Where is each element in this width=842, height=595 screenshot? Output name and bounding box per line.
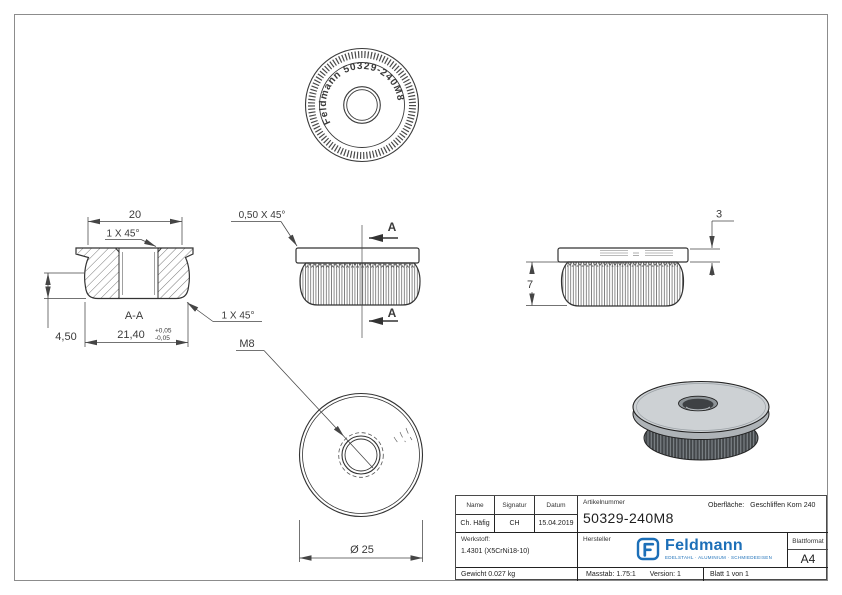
iso-thread-glint — [685, 406, 711, 411]
iso-cap-top-rim — [636, 383, 766, 431]
gewicht-cell: Gewicht 0.027 kg — [456, 568, 578, 581]
side-cap-grind-marks — [600, 250, 673, 256]
dim-20-label: 20 — [129, 209, 141, 221]
top-view: Feldmann 50329-240M8 — [304, 47, 420, 163]
signatur-value-cell: CH — [495, 515, 535, 533]
chamfer-top-leader — [105, 238, 157, 247]
werkstoff-cell: Werkstoff: 1.4301 (X5CrNi18-10) — [456, 533, 578, 568]
datum-value-cell: 15.04.2019 — [535, 515, 578, 533]
side-knurl-zigzag — [567, 262, 678, 267]
section-outline — [75, 247, 194, 300]
top-view-hole-inner — [346, 89, 378, 121]
section-letter-bottom: A — [388, 306, 397, 320]
gewicht-value: Gewicht 0.027 kg — [461, 571, 516, 578]
bottom-hole-outer — [341, 435, 381, 475]
artikelnummer-label: Artikelnummer — [583, 499, 625, 506]
artikelnummer-cell: Artikelnummer 50329-240M8 Oberfläche: Ge… — [578, 496, 828, 533]
masstab-value: Masstab: 1.75:1 — [586, 571, 636, 578]
dim-7-label: 7 — [527, 279, 533, 291]
oberflaeche-value: Geschliffen Korn 240 — [750, 502, 816, 509]
logo-wordmark: Feldmann — [665, 537, 743, 554]
blattformat-cell: Blattformat A4 — [788, 533, 828, 568]
top-view-knurl-ring — [308, 51, 416, 159]
dim-3-label: 3 — [716, 209, 722, 221]
iso-3d-view — [632, 380, 770, 461]
dim-2140-tol-minus: -0,05 — [155, 335, 170, 342]
m8-leader — [236, 350, 374, 469]
feldmann-logo: Feldmann EDELSTAHL · ALUMINIUM · SCHMIED… — [636, 537, 772, 561]
front-view: A A 0,50 X 45° — [231, 210, 421, 338]
cap-chamfer-label: 0,50 X 45° — [239, 210, 286, 221]
signatur-value: CH — [509, 520, 520, 527]
bottom-inner-rim — [302, 396, 420, 514]
chamfer-bottom-label: 1 X 45° — [222, 311, 255, 322]
name-value-cell: Ch. Häfig — [456, 515, 495, 533]
iso-hole — [682, 398, 714, 411]
bottom-runout-arcs — [393, 427, 413, 445]
title-block: Name Signatur Datum Ch. Häfig CH 15.04.2… — [455, 495, 828, 581]
section-hatch-right — [158, 248, 193, 299]
blattformat-label: Blattformat — [788, 533, 828, 550]
masstab-cell: Masstab: 1.75:1 Version: 1 — [578, 568, 704, 581]
top-view-hole-outer — [343, 86, 381, 124]
feldmann-logo-text: Feldmann EDELSTAHL · ALUMINIUM · SCHMIED… — [665, 537, 773, 561]
bottom-thread-circle — [338, 432, 384, 478]
page-border — [14, 14, 828, 581]
oberflaeche-group: Oberfläche: Geschliffen Korn 240 — [708, 502, 815, 509]
signatur-header: Signatur — [502, 501, 527, 509]
hersteller-cell: Hersteller Feldmann EDELSTAHL · ALUMINIU… — [578, 533, 788, 568]
blatt-value: Blatt 1 von 1 — [710, 571, 749, 578]
section-letter-top: A — [388, 220, 397, 234]
logo-tagline: EDELSTAHL · ALUMINIUM · SCHMIEDEEISEN — [665, 555, 773, 560]
name-value: Ch. Häfig — [460, 520, 490, 527]
dim-450-label: 4,50 — [55, 331, 76, 343]
chamfer-bottom-leader — [186, 302, 262, 322]
front-cap — [295, 247, 420, 264]
section-hatch-left — [76, 248, 119, 299]
chamfer-top-label: 1 X 45° — [107, 229, 140, 240]
arc-text-path: Feldmann 50329-240M8 — [318, 61, 405, 126]
side-cap — [557, 247, 689, 263]
cap-chamfer-leader — [231, 221, 298, 247]
name-header-cell: Name — [456, 496, 495, 515]
side-knurl-body — [560, 261, 685, 307]
section-view: 20 1 X 45° A-A 4,50 21,40 +0,05 -0,05 — [44, 209, 262, 347]
dim-3 — [690, 220, 734, 276]
datum-header: Datum — [546, 501, 566, 509]
top-view-inner-circle — [319, 62, 405, 148]
hersteller-label: Hersteller — [583, 536, 611, 543]
section-hole — [115, 247, 162, 299]
dim-dia25-label: Ø 25 — [350, 544, 374, 556]
top-view-outer-circle — [304, 47, 420, 163]
datum-value: 15.04.2019 — [538, 520, 574, 527]
signatur-header-cell: Signatur — [495, 496, 535, 515]
oberflaeche-label: Oberfläche: — [708, 502, 745, 509]
dim-dia25 — [299, 520, 423, 562]
thread-label: M8 — [239, 338, 254, 350]
blatt-cell: Blatt 1 von 1 — [704, 568, 828, 581]
side-view: 7 3 — [526, 209, 734, 307]
werkstoff-value: 1.4301 (X5CrNi18-10) — [461, 548, 530, 555]
dim-450 — [44, 272, 86, 328]
front-knurl-zigzag — [306, 263, 414, 268]
name-header: Name — [466, 501, 484, 509]
bottom-hole-inner — [344, 438, 378, 472]
blattformat-value: A4 — [800, 552, 816, 566]
dim-20 — [87, 217, 183, 245]
top-view-arc-text: Feldmann 50329-240M8 — [318, 61, 406, 126]
bottom-view: M8 Ø 25 — [236, 338, 424, 562]
dim-2140-label: 21,40 — [117, 329, 145, 341]
werkstoff-label: Werkstoff: — [461, 536, 491, 543]
datum-header-cell: Datum — [535, 496, 578, 515]
dim-7 — [526, 261, 567, 306]
dim-2140-tol-plus: +0,05 — [155, 328, 172, 335]
version-value: Version: 1 — [649, 571, 681, 578]
feldmann-logo-icon — [636, 537, 660, 561]
front-knurl-body — [299, 262, 421, 306]
artikelnummer-value: 50329-240M8 — [583, 510, 674, 526]
section-name-label: A-A — [125, 310, 144, 322]
